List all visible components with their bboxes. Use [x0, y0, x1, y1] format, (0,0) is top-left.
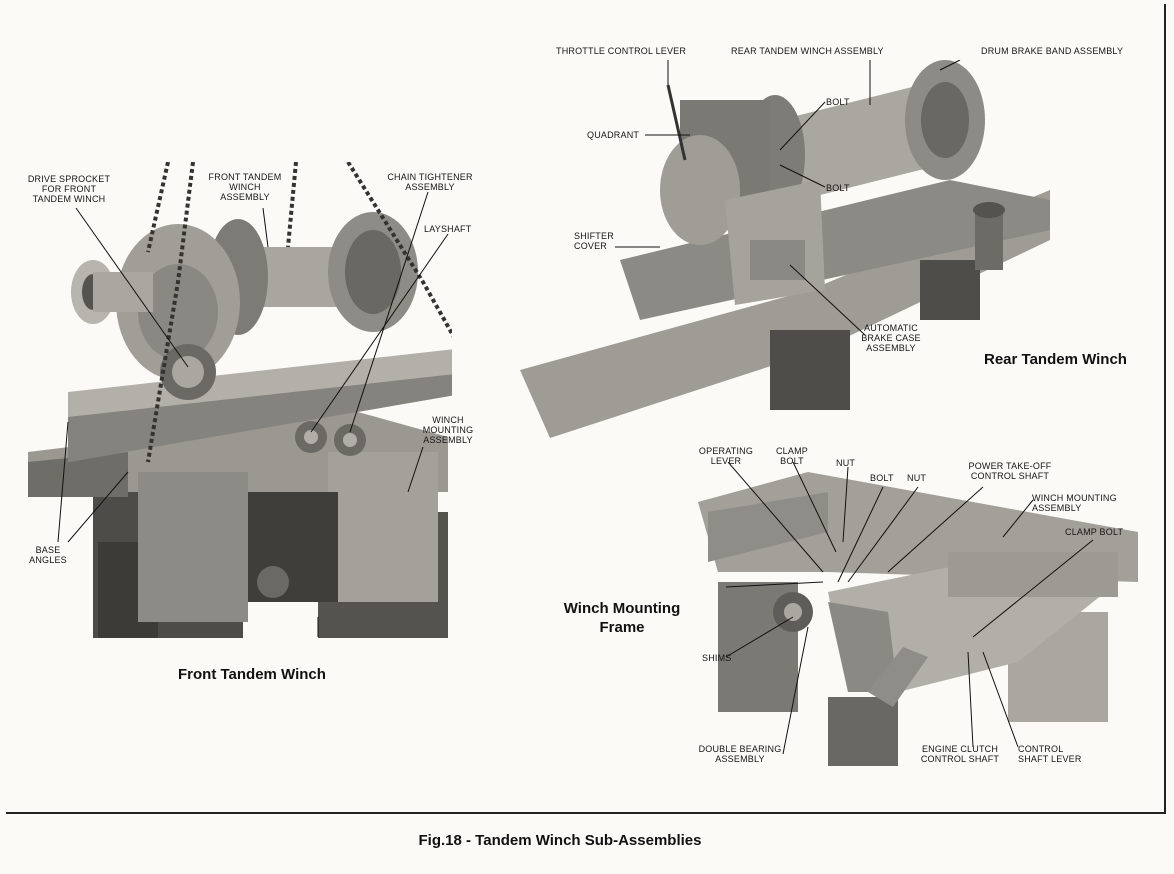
label-quadrant: QUADRANT — [587, 130, 640, 140]
front-tandem-winch-photo — [28, 162, 452, 638]
label-clamp-bolt-top: CLAMP BOLT — [775, 446, 808, 466]
winch-mounting-frame-photo — [698, 462, 1140, 766]
label-control-shaft-lever: CONTROL SHAFT LEVER — [1018, 744, 1082, 764]
rear-tandem-winch-title: Rear Tandem Winch — [984, 351, 1127, 368]
label-bolt: BOLT — [870, 473, 894, 483]
label-nut-right: NUT — [907, 473, 927, 483]
winch-mounting-frame-title: Winch Mounting Frame — [563, 600, 681, 636]
rear-tandem-winch-photo — [520, 60, 1060, 448]
label-winch-mounting-assembly-frame: WINCH MOUNTING ASSEMBLY — [1032, 493, 1117, 513]
label-bolt-upper: BOLT — [826, 97, 850, 107]
label-double-bearing-assembly: DOUBLE BEARING ASSEMBLY — [698, 744, 782, 764]
front-tandem-winch-title: Front Tandem Winch — [178, 666, 326, 683]
label-front-tandem-winch-assembly: FRONT TANDEM WINCH ASSEMBLY — [208, 172, 282, 202]
label-layshaft: LAYSHAFT — [424, 224, 472, 234]
label-engine-clutch-control-shaft: ENGINE CLUTCH CONTROL SHAFT — [920, 744, 1000, 764]
label-power-take-off-control-shaft: POWER TAKE-OFF CONTROL SHAFT — [968, 461, 1052, 481]
label-drum-brake-band-assembly: DRUM BRAKE BAND ASSEMBLY — [981, 46, 1124, 56]
label-clamp-bolt-right: CLAMP BOLT — [1065, 527, 1124, 537]
label-operating-lever: OPERATING LEVER — [698, 446, 754, 466]
label-automatic-brake-case-assembly: AUTOMATIC BRAKE CASE ASSEMBLY — [861, 323, 921, 353]
figure-caption: Fig.18 - Tandem Winch Sub-Assemblies — [418, 832, 702, 849]
label-base-angles: BASE ANGLES — [29, 545, 67, 565]
label-bolt-lower: BOLT — [826, 183, 850, 193]
label-rear-tandem-winch-assembly: REAR TANDEM WINCH ASSEMBLY — [731, 46, 884, 56]
label-chain-tightener-assembly: CHAIN TIGHTENER ASSEMBLY — [387, 172, 473, 192]
label-drive-sprocket: DRIVE SPROCKET FOR FRONT TANDEM WINCH — [27, 174, 111, 204]
figure-frame — [6, 4, 1166, 814]
label-nut-left: NUT — [836, 458, 856, 468]
label-shifter-cover: SHIFTER COVER — [574, 231, 614, 251]
label-winch-mounting-assembly-front: WINCH MOUNTING ASSEMBLY — [422, 415, 474, 445]
label-shims: SHIMS — [702, 653, 732, 663]
label-throttle-control-lever: THROTTLE CONTROL LEVER — [556, 46, 687, 56]
